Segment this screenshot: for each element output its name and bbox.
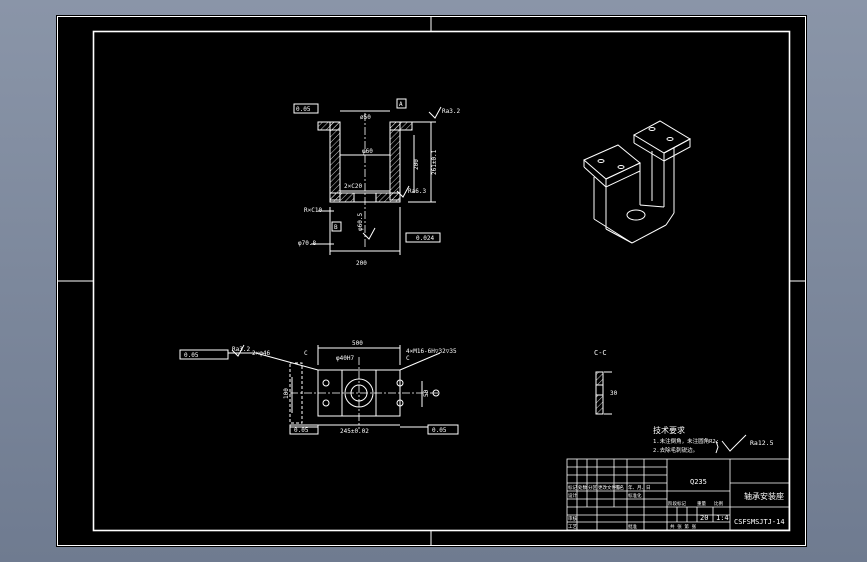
fv-inner-width: φ60 (362, 148, 373, 155)
tb-sheet-info: 共 张 第 张 (670, 523, 697, 530)
fv-datum-b: B (334, 224, 338, 231)
tb-material: Q235 (690, 478, 707, 486)
tb-approve: 批准 (628, 523, 637, 530)
tech-req-item-1: 1.未注倒角，未注圆角R2; (653, 437, 719, 445)
tv-section-right: C (406, 355, 410, 362)
tv-side-small: 50 (423, 389, 430, 397)
outer-frame (57, 16, 806, 546)
front-view-labels: 0.05 A Ra3.2 ø50 φ60 200 261±0.1 2×C20 R… (296, 101, 460, 267)
tb-stage-2: 比例 (714, 500, 723, 507)
fv-bottom-radius: R×C10 (304, 207, 322, 214)
fv-flatness: 0.05 (296, 106, 311, 113)
tb-standard: 标准化 (628, 492, 642, 499)
top-view (179, 344, 459, 435)
tv-hole-right: 4×M16-6H▽32▽35 (406, 348, 457, 355)
inner-border (92, 30, 791, 532)
tech-req-title: 技术要求 (653, 425, 685, 435)
fv-roughness-top: Ra3.2 (442, 108, 460, 115)
tb-scale: 1:4 (716, 514, 729, 522)
tv-hole-left: 2×φ46 (252, 350, 270, 357)
tb-header-1: 处数 (578, 484, 587, 491)
fv-bottom-chamfer: 2×C20 (344, 183, 362, 190)
isometric-view (583, 120, 692, 244)
tv-hole-center: φ40H7 (336, 355, 354, 362)
fv-datum-a: A (399, 101, 403, 108)
tb-header-0: 标记 (568, 484, 577, 491)
tb-craft: 工艺 (568, 524, 577, 530)
tv-section-left: C (304, 350, 308, 357)
fv-height-small: 200 (413, 159, 420, 170)
tb-stage-1: 重量 (697, 500, 706, 507)
drawing-canvas: 0.05 A Ra3.2 ø50 φ60 200 261±0.1 2×C20 R… (57, 16, 806, 546)
fv-side-dim: φ70.8 (298, 240, 316, 247)
tb-stage-0: 阶段标记 (668, 500, 686, 507)
tv-side-height: 100 (283, 388, 290, 399)
tb-header-2: 分区 (588, 484, 597, 491)
roughness-general: Ra12.5 (750, 439, 774, 447)
tb-header-5: 年、月、日 (628, 484, 651, 491)
section-dim: 30 (610, 390, 618, 397)
drawing-sheet: 0.05 A Ra3.2 ø50 φ60 200 261±0.1 2×C20 R… (56, 15, 807, 547)
tb-quantity: 20 (700, 514, 708, 522)
tb-drawing-no: CSFSMSJTJ-14 (734, 518, 785, 526)
tb-designer: 设计 (568, 492, 577, 499)
tv-flatness: 0.05 (184, 352, 199, 359)
tb-part-name: 轴承安装座 (744, 491, 784, 501)
fv-height-total: 261±0.1 (431, 149, 438, 175)
tv-pos-left: 0.05 (294, 427, 309, 434)
section-view (595, 371, 612, 415)
fv-bottom-width: 200 (356, 260, 367, 267)
fv-center-dim: φ60.5 (357, 213, 364, 231)
tv-pos-right: 0.05 (432, 427, 447, 434)
tv-spacing: 245±0.02 (340, 428, 369, 435)
tb-header-4: 签名 (615, 484, 624, 491)
tv-overall-width: 500 (352, 340, 363, 347)
section-label: C-C (594, 349, 607, 357)
top-view-labels: 0.05 Ra3.2 2×φ46 500 φ40H7 4×M16-6H▽32▽3… (184, 340, 457, 435)
roughness-symbol (715, 434, 747, 454)
tb-header-3: 更改文件号 (598, 484, 621, 491)
title-block-text: 标记 处数 分区 更改文件号 签名 年、月、日 设计 标准化 审核 工艺 批准 … (568, 484, 723, 530)
front-view (293, 98, 442, 255)
title-block (566, 458, 790, 531)
tv-roughness: Ra3.2 (232, 346, 250, 353)
fv-top-width: ø50 (360, 114, 371, 121)
tb-checker: 审核 (568, 515, 577, 522)
fv-roughness-inner: Ra6.3 (408, 188, 426, 195)
fv-perp-frame: 0.024 (416, 235, 434, 242)
tech-req-item-2: 2.去除毛刺锐边。 (653, 446, 698, 454)
